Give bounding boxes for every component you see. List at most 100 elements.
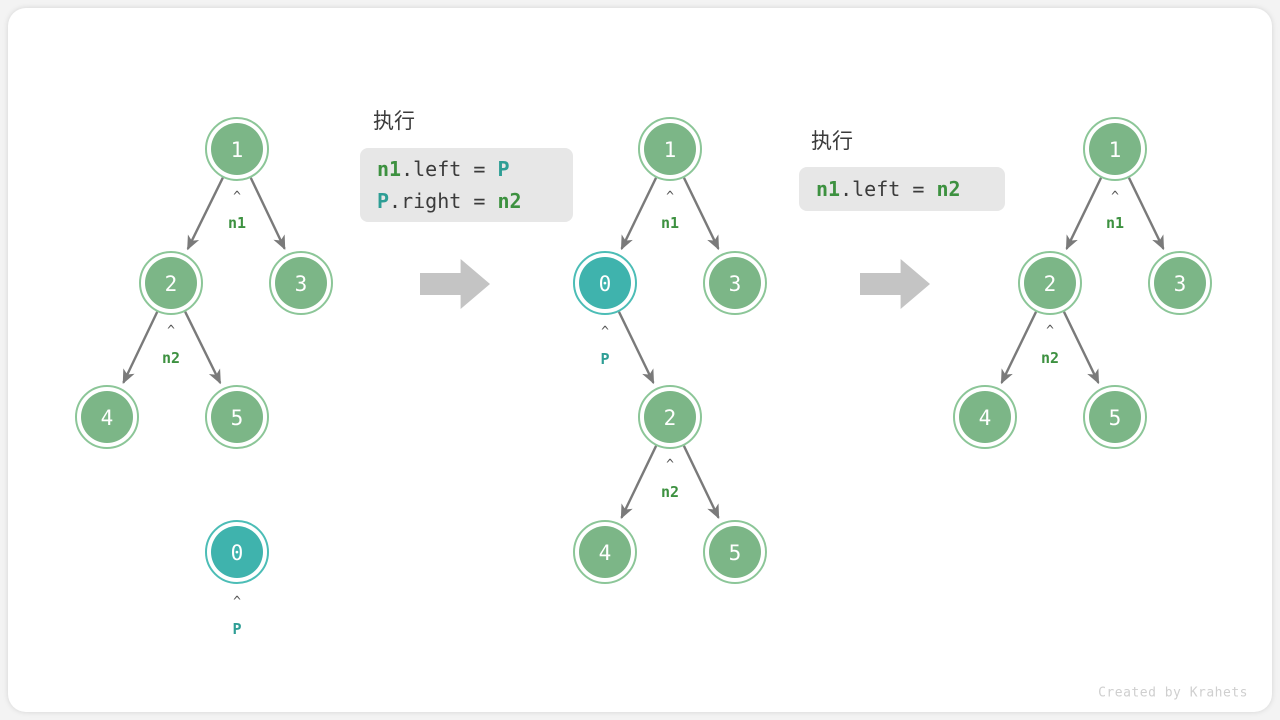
node-pointer-label: ^ n2 xyxy=(162,324,180,368)
node-value: 4 xyxy=(599,541,612,565)
pointer-name: n2 xyxy=(1041,349,1059,367)
node-circle xyxy=(709,257,761,309)
node-value: 2 xyxy=(165,272,178,296)
pointer-caret-icon: ^ xyxy=(601,325,609,340)
pointer-labels-layer: ^n1^n2^P^n1^P^n2^n1^n2 xyxy=(162,190,1124,639)
tree-node[interactable]: 5 xyxy=(205,385,269,449)
tree-edge xyxy=(184,311,222,385)
node-value: 3 xyxy=(1174,272,1187,296)
node-circle xyxy=(211,526,263,578)
tree-node[interactable]: 4 xyxy=(75,385,139,449)
tree-node[interactable]: 0 xyxy=(205,520,269,584)
node-circle xyxy=(1024,257,1076,309)
node-outer-ring xyxy=(1083,385,1147,449)
pointer-caret-icon: ^ xyxy=(666,458,674,473)
pointer-name: P xyxy=(600,350,609,368)
tree-node[interactable]: 1 xyxy=(205,117,269,181)
tree-node[interactable]: 1 xyxy=(1083,117,1147,181)
tree-edge xyxy=(122,311,159,385)
node-circle xyxy=(709,526,761,578)
node-circle xyxy=(579,526,631,578)
node-circle xyxy=(1089,391,1141,443)
operation-1: 执行 n1.left = P P.right = n2 xyxy=(360,109,573,222)
node-circle xyxy=(81,391,133,443)
tree-node[interactable]: 3 xyxy=(269,251,333,315)
tree-node[interactable]: 3 xyxy=(1148,251,1212,315)
node-outer-ring xyxy=(269,251,333,315)
tree-node[interactable]: 2 xyxy=(638,385,702,449)
node-circle xyxy=(211,391,263,443)
node-outer-ring xyxy=(1083,117,1147,181)
code-line: n1.left = n2 xyxy=(816,177,961,201)
tree-edge xyxy=(620,445,658,520)
node-value: 5 xyxy=(231,406,244,430)
pointer-name: n1 xyxy=(661,214,679,232)
tree-node[interactable]: 4 xyxy=(573,520,637,584)
node-pointer-label: ^ n2 xyxy=(1041,324,1059,368)
pointer-caret-icon: ^ xyxy=(233,595,241,610)
pointer-caret-icon: ^ xyxy=(1111,190,1119,205)
tree-edge xyxy=(620,177,658,251)
pointer-caret-icon: ^ xyxy=(167,324,175,339)
tree-node[interactable]: 5 xyxy=(1083,385,1147,449)
tree-node[interactable]: 2 xyxy=(139,251,203,315)
node-outer-ring xyxy=(638,117,702,181)
pointer-name: n2 xyxy=(162,349,180,367)
pointer-name: n2 xyxy=(661,483,679,501)
node-value: 3 xyxy=(729,272,742,296)
tree-edges-layer xyxy=(122,177,1165,520)
operation-heading: 执行 xyxy=(811,129,853,153)
tree-node[interactable]: 2 xyxy=(1018,251,1082,315)
node-circle xyxy=(1089,123,1141,175)
pointer-caret-icon: ^ xyxy=(1046,324,1054,339)
node-circle xyxy=(211,123,263,175)
node-value: 2 xyxy=(664,406,677,430)
pointer-name: P xyxy=(232,620,241,638)
node-value: 3 xyxy=(295,272,308,296)
tree-edge xyxy=(1065,177,1103,251)
code-line: n1.left = P xyxy=(377,157,509,181)
tree-node[interactable]: 4 xyxy=(953,385,1017,449)
node-value: 2 xyxy=(1044,272,1057,296)
tree-node[interactable]: 3 xyxy=(703,251,767,315)
node-circle xyxy=(1154,257,1206,309)
node-circle xyxy=(644,123,696,175)
node-value: 0 xyxy=(231,541,244,565)
pointer-name: n1 xyxy=(1106,214,1124,232)
node-pointer-label: ^P xyxy=(232,595,241,639)
tree-edge xyxy=(1127,177,1165,251)
tree-node[interactable]: 1 xyxy=(638,117,702,181)
node-outer-ring xyxy=(703,251,767,315)
node-outer-ring xyxy=(573,251,637,315)
operation-2: 执行 n1.left = n2 xyxy=(799,129,1005,211)
node-value: 1 xyxy=(231,138,244,162)
node-outer-ring xyxy=(573,520,637,584)
operation-heading: 执行 xyxy=(373,109,415,133)
tree-node[interactable]: 5 xyxy=(703,520,767,584)
pointer-caret-icon: ^ xyxy=(233,190,241,205)
node-circle xyxy=(959,391,1011,443)
node-outer-ring xyxy=(205,117,269,181)
node-outer-ring xyxy=(1018,251,1082,315)
node-pointer-label: ^ n1 xyxy=(228,190,246,233)
tree-nodes-layer: 1 2 3 4 5 0 1 0 3 2 4 5 1 2 3 4 5 xyxy=(75,117,1212,584)
node-pointer-label: ^n1 xyxy=(661,190,679,233)
code-line: P.right = n2 xyxy=(377,189,522,213)
node-outer-ring xyxy=(703,520,767,584)
tree-edge xyxy=(682,445,720,520)
flow-arrows-layer xyxy=(420,259,930,309)
node-value: 4 xyxy=(979,406,992,430)
tree-edge xyxy=(682,177,720,251)
node-value: 0 xyxy=(599,272,612,296)
node-outer-ring xyxy=(205,520,269,584)
tree-edge xyxy=(1000,311,1038,385)
tree-edge xyxy=(249,177,286,251)
step-arrow-1-icon xyxy=(420,259,490,309)
tree-node[interactable]: 0 xyxy=(573,251,637,315)
tree-edge xyxy=(1062,311,1100,385)
step-arrow-2-icon xyxy=(860,259,930,309)
node-value: 5 xyxy=(729,541,742,565)
pointer-name: n1 xyxy=(228,214,246,232)
